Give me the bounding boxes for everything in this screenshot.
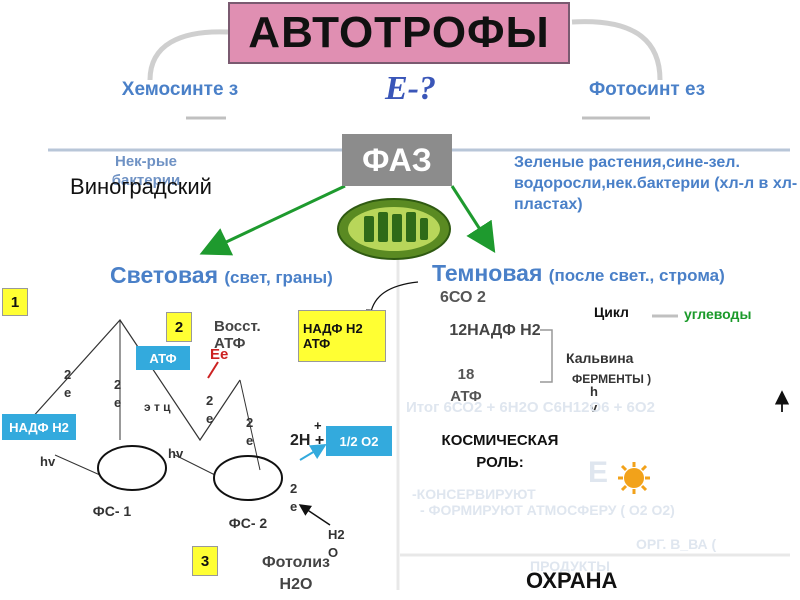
chemosynthesis-label: Хемосинте з [121, 79, 239, 100]
hv-label-2: hv [168, 446, 184, 461]
co2-label: 6СО 2 [440, 289, 486, 306]
curve-arrow-left [147, 29, 229, 81]
e-e-label: Ee [210, 346, 229, 363]
plus-label: + [314, 418, 322, 433]
h2o-label: Н2 О [328, 527, 345, 560]
dark-phase-title: Темновая (после свет., строма) [432, 258, 772, 291]
two-e-label-5: 2 е [290, 481, 298, 514]
nadph-12-label: 12НАДФ Н2 [449, 322, 541, 339]
half-o2-box: 1/2 О2 [326, 426, 392, 456]
protection-label: ОХРАНА [526, 568, 618, 593]
products-label: ПРОДУКТЫ [530, 558, 610, 574]
atp-18-label: 18 АТФ [450, 366, 482, 405]
phases-box: ФАЗ [342, 134, 452, 186]
vosst-atf-label: Восст. АТФ [214, 318, 261, 352]
vinogradsky-label: Виноградский [70, 174, 212, 199]
photosynthesis-description: Зеленые растения,сине-зел. водоросли,нек… [514, 154, 798, 213]
curve-arrow-right [571, 19, 663, 81]
light-phase-title: Световая (свет, граны) [110, 260, 360, 293]
carbs-label: углеводы [684, 306, 752, 322]
ps1-label: ФС- 1 [92, 503, 132, 519]
two-e-label-4: 2 е [246, 415, 254, 448]
two-e-label-1: 2 е [64, 367, 72, 400]
electron-zigzag [29, 319, 241, 442]
photolysis-label: Фотолиз Н2О [262, 554, 330, 593]
atp-box: АТФ [136, 346, 190, 370]
calvin-label: Кальвина [566, 350, 634, 366]
two-h-label: 2Н + [290, 432, 325, 449]
nadph-box: НАДФ Н2 [2, 414, 76, 440]
org-substances-label: ОРГ. В_ВА ( [636, 536, 717, 552]
ps2-ellipse [213, 455, 283, 501]
chloroplast-icon [337, 198, 451, 260]
summary-equation: Итог 6СО2 + 6Н2О С6Н12О6 + 6О2 [406, 399, 655, 416]
energy-label: Е [588, 456, 609, 489]
cycle-label: Цикл [594, 304, 629, 320]
cosmic-role-label: КОСМИЧЕСКАЯ РОЛЬ: [441, 432, 559, 471]
some-bacteria-label: Нек-рые бактерии [111, 153, 181, 189]
nadph-atp-box: НАДФ Н2 АТФ [298, 310, 386, 362]
dark-phase-note: (после свет., строма) [548, 266, 725, 285]
light-phase-name: Световая [110, 262, 218, 288]
step-number-3: 3 [192, 546, 218, 576]
conserve-label: -КОНСЕРВИРУЮТ [412, 486, 536, 502]
dark-phase-name: Темновая [432, 260, 543, 286]
step-number-2: 2 [166, 312, 192, 342]
hv-dark-label: h v [590, 384, 598, 415]
photosynthesis-label: Фотосинт ез [588, 79, 706, 100]
arrow-to-dark [450, 185, 496, 254]
two-e-label-2: 2 е [114, 377, 122, 410]
step-number-1: 1 [2, 288, 28, 316]
light-phase-note: (свет, граны) [224, 268, 333, 287]
ps1-ellipse [97, 445, 167, 491]
ps2-label: ФС- 2 [228, 515, 268, 531]
two-e-label-3: 2 е [206, 393, 214, 426]
sun-icon [618, 462, 650, 494]
energy-question: E-? [385, 70, 436, 107]
page-title: АВТОТРОФЫ [228, 2, 570, 64]
etc-label: э т ц [144, 400, 171, 414]
atmosphere-label: - ФОРМИРУЮТ АТМОСФЕРУ ( О2 О2) [420, 502, 675, 518]
hv-label-1: hv [40, 454, 56, 469]
enzymes-label: ФЕРМЕНТЫ ) [572, 372, 652, 386]
arrow-to-light [199, 184, 346, 256]
